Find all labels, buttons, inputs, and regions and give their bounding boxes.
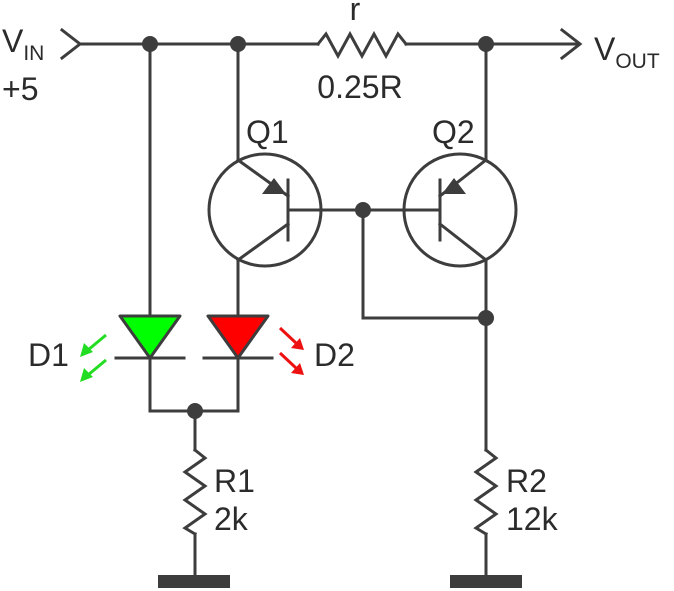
d2-light-emission-icon — [278, 326, 304, 375]
ground-r2-icon — [450, 575, 522, 588]
d1-light-emission-icon — [80, 333, 107, 382]
junction-q2-top — [478, 36, 494, 52]
resistor-r1 — [182, 447, 208, 537]
label-r2-name: R2 — [506, 463, 547, 499]
q1-emitter-arrow-icon — [262, 178, 286, 194]
label-vout: VOUT — [594, 31, 660, 73]
resistor-r — [315, 30, 409, 60]
junction-base-link — [355, 202, 371, 218]
label-r1-value: 2k — [214, 501, 249, 537]
q1-collector-leg — [235, 221, 291, 263]
resistor-r2 — [473, 447, 499, 537]
label-r-name: r — [350, 0, 361, 27]
junction-q2-feedback — [478, 310, 494, 326]
label-q2: Q2 — [432, 114, 475, 150]
transistor-q2-body — [402, 152, 518, 268]
label-q1: Q1 — [246, 114, 289, 150]
junction-diodes — [187, 403, 203, 419]
label-d1: D1 — [28, 337, 69, 373]
label-vin: VIN — [2, 23, 44, 65]
q2-emitter-arrow-icon — [442, 178, 466, 194]
diode-d1-body — [118, 314, 182, 360]
label-d2: D2 — [314, 337, 355, 373]
label-vin-value: +5 — [2, 71, 38, 107]
input-arrow — [59, 27, 83, 61]
ground-r1-icon — [158, 575, 230, 588]
junction-q1-top — [230, 36, 246, 52]
label-r1-name: R1 — [214, 463, 255, 499]
q2-emitter-leg — [437, 221, 489, 263]
diode-d2-body — [206, 314, 270, 360]
junction-d1-top — [142, 36, 158, 52]
label-r2-value: 12k — [506, 501, 559, 537]
output-arrow — [559, 27, 583, 61]
label-r-value: 0.25R — [317, 69, 402, 105]
